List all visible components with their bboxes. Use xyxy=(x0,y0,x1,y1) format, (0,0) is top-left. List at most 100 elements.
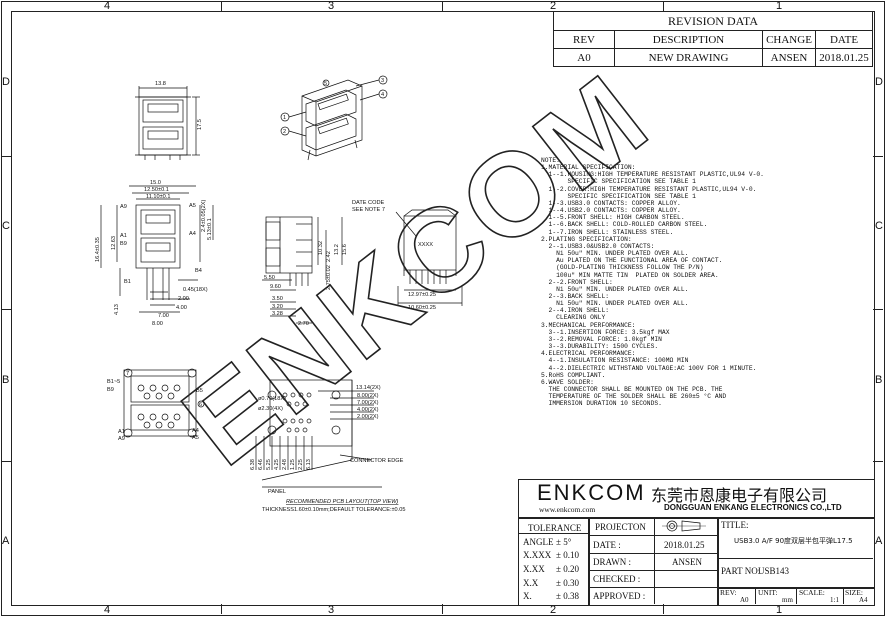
pcb-vert-5: 1.25 xyxy=(290,459,296,470)
note-line: 1--6.BACK SHELL: COLD-ROLLED CARBON STEE… xyxy=(541,221,708,229)
zone-row-c: C xyxy=(2,220,10,232)
note-line: Ni 50u" MIN. UNDER PLATED OVER ALL. xyxy=(541,285,689,293)
dim-513: 5.13±0.1 xyxy=(207,218,213,240)
tol-xxx-label: X.XX xyxy=(523,564,545,574)
dim-side-156: 15.6 xyxy=(342,244,348,255)
dim-700: 7.00 xyxy=(158,313,169,319)
dim-side-270: 2.70 xyxy=(298,321,309,327)
dim-413: 4.13 xyxy=(114,304,120,315)
projection-label: PROJECTON xyxy=(595,522,646,532)
note-line: 1--3.USB3.0 CONTACTS: COPPER ALLOY. xyxy=(541,199,681,207)
pcb-vert-2: 5.25 xyxy=(266,459,272,470)
zone-col-1: 1 xyxy=(776,0,783,12)
dim-side-328: 3.28 xyxy=(272,311,283,317)
note-line: NOTE: xyxy=(541,157,560,164)
tolerance-title: TOLERANCE xyxy=(528,523,582,533)
tol-angle-value: ± 5° xyxy=(556,537,572,547)
notes-block: NOTE:1.MATERIAL SPECIFICATION: 1--1.HOUS… xyxy=(541,157,764,407)
label-b1-5: B1~5 xyxy=(107,379,120,385)
dim-164: 16.4±0.35 xyxy=(95,237,101,262)
label-a1-b: A1 xyxy=(118,429,125,435)
rear-view xyxy=(395,209,463,306)
unit-value: mm xyxy=(782,596,793,604)
pcb-200: 2.00(2X) xyxy=(357,414,379,420)
dim-1263: 12.63 xyxy=(111,236,117,250)
revision-cell-date: 2018.01.25 xyxy=(815,48,873,67)
zone-col-4: 4 xyxy=(104,0,111,12)
scale-value: 1:1 xyxy=(830,596,839,604)
note-line: 4--1.INSULATION RESISTANCE: 100MΩ MIN xyxy=(541,357,689,365)
callout-5: 5 xyxy=(324,81,327,87)
tol-x-label: X. xyxy=(523,591,532,601)
dim-side-132: 13.2 xyxy=(334,244,340,255)
label-a9: A9 xyxy=(120,204,127,210)
projection-symbol-icon xyxy=(662,520,706,532)
label-a1: A1 xyxy=(120,233,127,239)
dim-pin-045: 0.45(18X) xyxy=(183,287,208,293)
tol-xx-value: ± 0.30 xyxy=(556,578,579,588)
rev-label: REV: xyxy=(720,588,737,597)
dim-top-width: 13.8 xyxy=(155,81,166,87)
note-line: IMMERSION DURATION 10 SECONDS. xyxy=(541,400,662,408)
note-line: CLEARING ONLY xyxy=(541,314,606,322)
note-line: Ni 50u" MIN. UNDER PLATED OVER ALL. xyxy=(541,300,689,308)
revision-cell-description: NEW DRAWING xyxy=(614,48,763,67)
note-line: 1--7.IRON SHELL: STAINLESS STEEL. xyxy=(541,228,674,236)
tol-xxxx-value: ± 0.10 xyxy=(556,550,579,560)
zone-col-2-bottom: 2 xyxy=(550,604,557,616)
pcb-700: 7.00(2X) xyxy=(357,400,379,406)
tol-xxx-value: ± 0.20 xyxy=(556,564,579,574)
note-line: 1.MATERIAL SPECIFICATION: xyxy=(541,164,636,172)
note-line: THE CONNECTOR SHALL BE MOUNTED ON THE PC… xyxy=(541,386,723,393)
label-a5-b: A5 xyxy=(192,435,199,441)
panel-label: PANEL xyxy=(268,489,286,495)
revision-cell-rev: A0 xyxy=(553,48,615,67)
callout-2: 2 xyxy=(283,129,286,135)
tol-xxxx-label: X.XXX xyxy=(523,550,552,560)
note-line: 2--1.USB3.0&USB2.0 CONTACTS: xyxy=(541,242,655,250)
pcb-vert-0: 6.38 xyxy=(250,459,256,470)
tol-angle-label: ANGLE xyxy=(523,537,554,547)
pcb-layout-title: RECOMMENDED PCB LAYOUT(TOP VIEW) xyxy=(286,499,399,505)
pcb-vert-1: 6.46 xyxy=(258,459,264,470)
note-line: 100u" MIN MATTE TIN PLATED ON SOLDER ARE… xyxy=(541,271,719,279)
drawn-value: ANSEN xyxy=(672,557,703,567)
size-label: SIZE: xyxy=(845,588,863,597)
note-line: 1--1.HOUSING:HIGH TEMPERATURE RESISTANT … xyxy=(541,171,764,179)
zone-row-d: D xyxy=(2,76,10,88)
see-note-label: SEE NOTE 7 xyxy=(352,207,385,213)
approval-box xyxy=(588,517,719,606)
zone-col-2: 2 xyxy=(550,0,557,12)
company-header-box xyxy=(518,479,875,519)
note-line: 4--2.DIELECTRIC WITHSTAND VOLTAGE:AC 100… xyxy=(541,364,757,372)
pcb-hole-070: ø0.70(18X) xyxy=(258,396,286,402)
xxxx-mark: XXXX xyxy=(418,242,433,248)
part-no-label: PART NO: xyxy=(721,566,761,576)
checked-label: CHECKED : xyxy=(593,574,641,584)
dim-24: 2.4±0.05(2X) xyxy=(201,200,207,232)
note-line: 6.WAVE SOLDER: xyxy=(541,378,594,386)
side-view xyxy=(262,216,343,324)
pcb-hole-230: ø2.30(4X) xyxy=(258,406,283,412)
label-b5: B5 xyxy=(196,388,203,394)
company-logo: ENKCOM xyxy=(537,480,646,505)
note-line: 4.ELECTRICAL PERFORMANCE: xyxy=(541,350,636,358)
date-code-label: DATE CODE xyxy=(352,200,384,206)
zone-col-3: 3 xyxy=(328,0,335,12)
note-line: SPECIFIC SPECIFICATION SEE TABLE 1 xyxy=(541,178,696,186)
zone-row-b-right: B xyxy=(875,374,883,386)
note-line: 1--5.FRONT SHELL: HIGH CARBON STEEL. xyxy=(541,214,685,222)
tolerance-box xyxy=(518,517,590,606)
dim-side-350: 3.50 xyxy=(272,296,283,302)
callout-7: 7 xyxy=(126,371,129,377)
dim-side-960: 9.60 xyxy=(270,284,281,290)
dim-side-275: 2.75±0.02 xyxy=(326,265,332,290)
date-label: DATE : xyxy=(593,540,621,550)
front-view xyxy=(100,185,214,313)
dim-800: 8.00 xyxy=(152,321,163,327)
connector-edge-label: CONNECTOR EDGE xyxy=(350,458,404,464)
label-b9-b: B9 xyxy=(107,387,114,393)
drawing-border-inner xyxy=(11,11,875,606)
